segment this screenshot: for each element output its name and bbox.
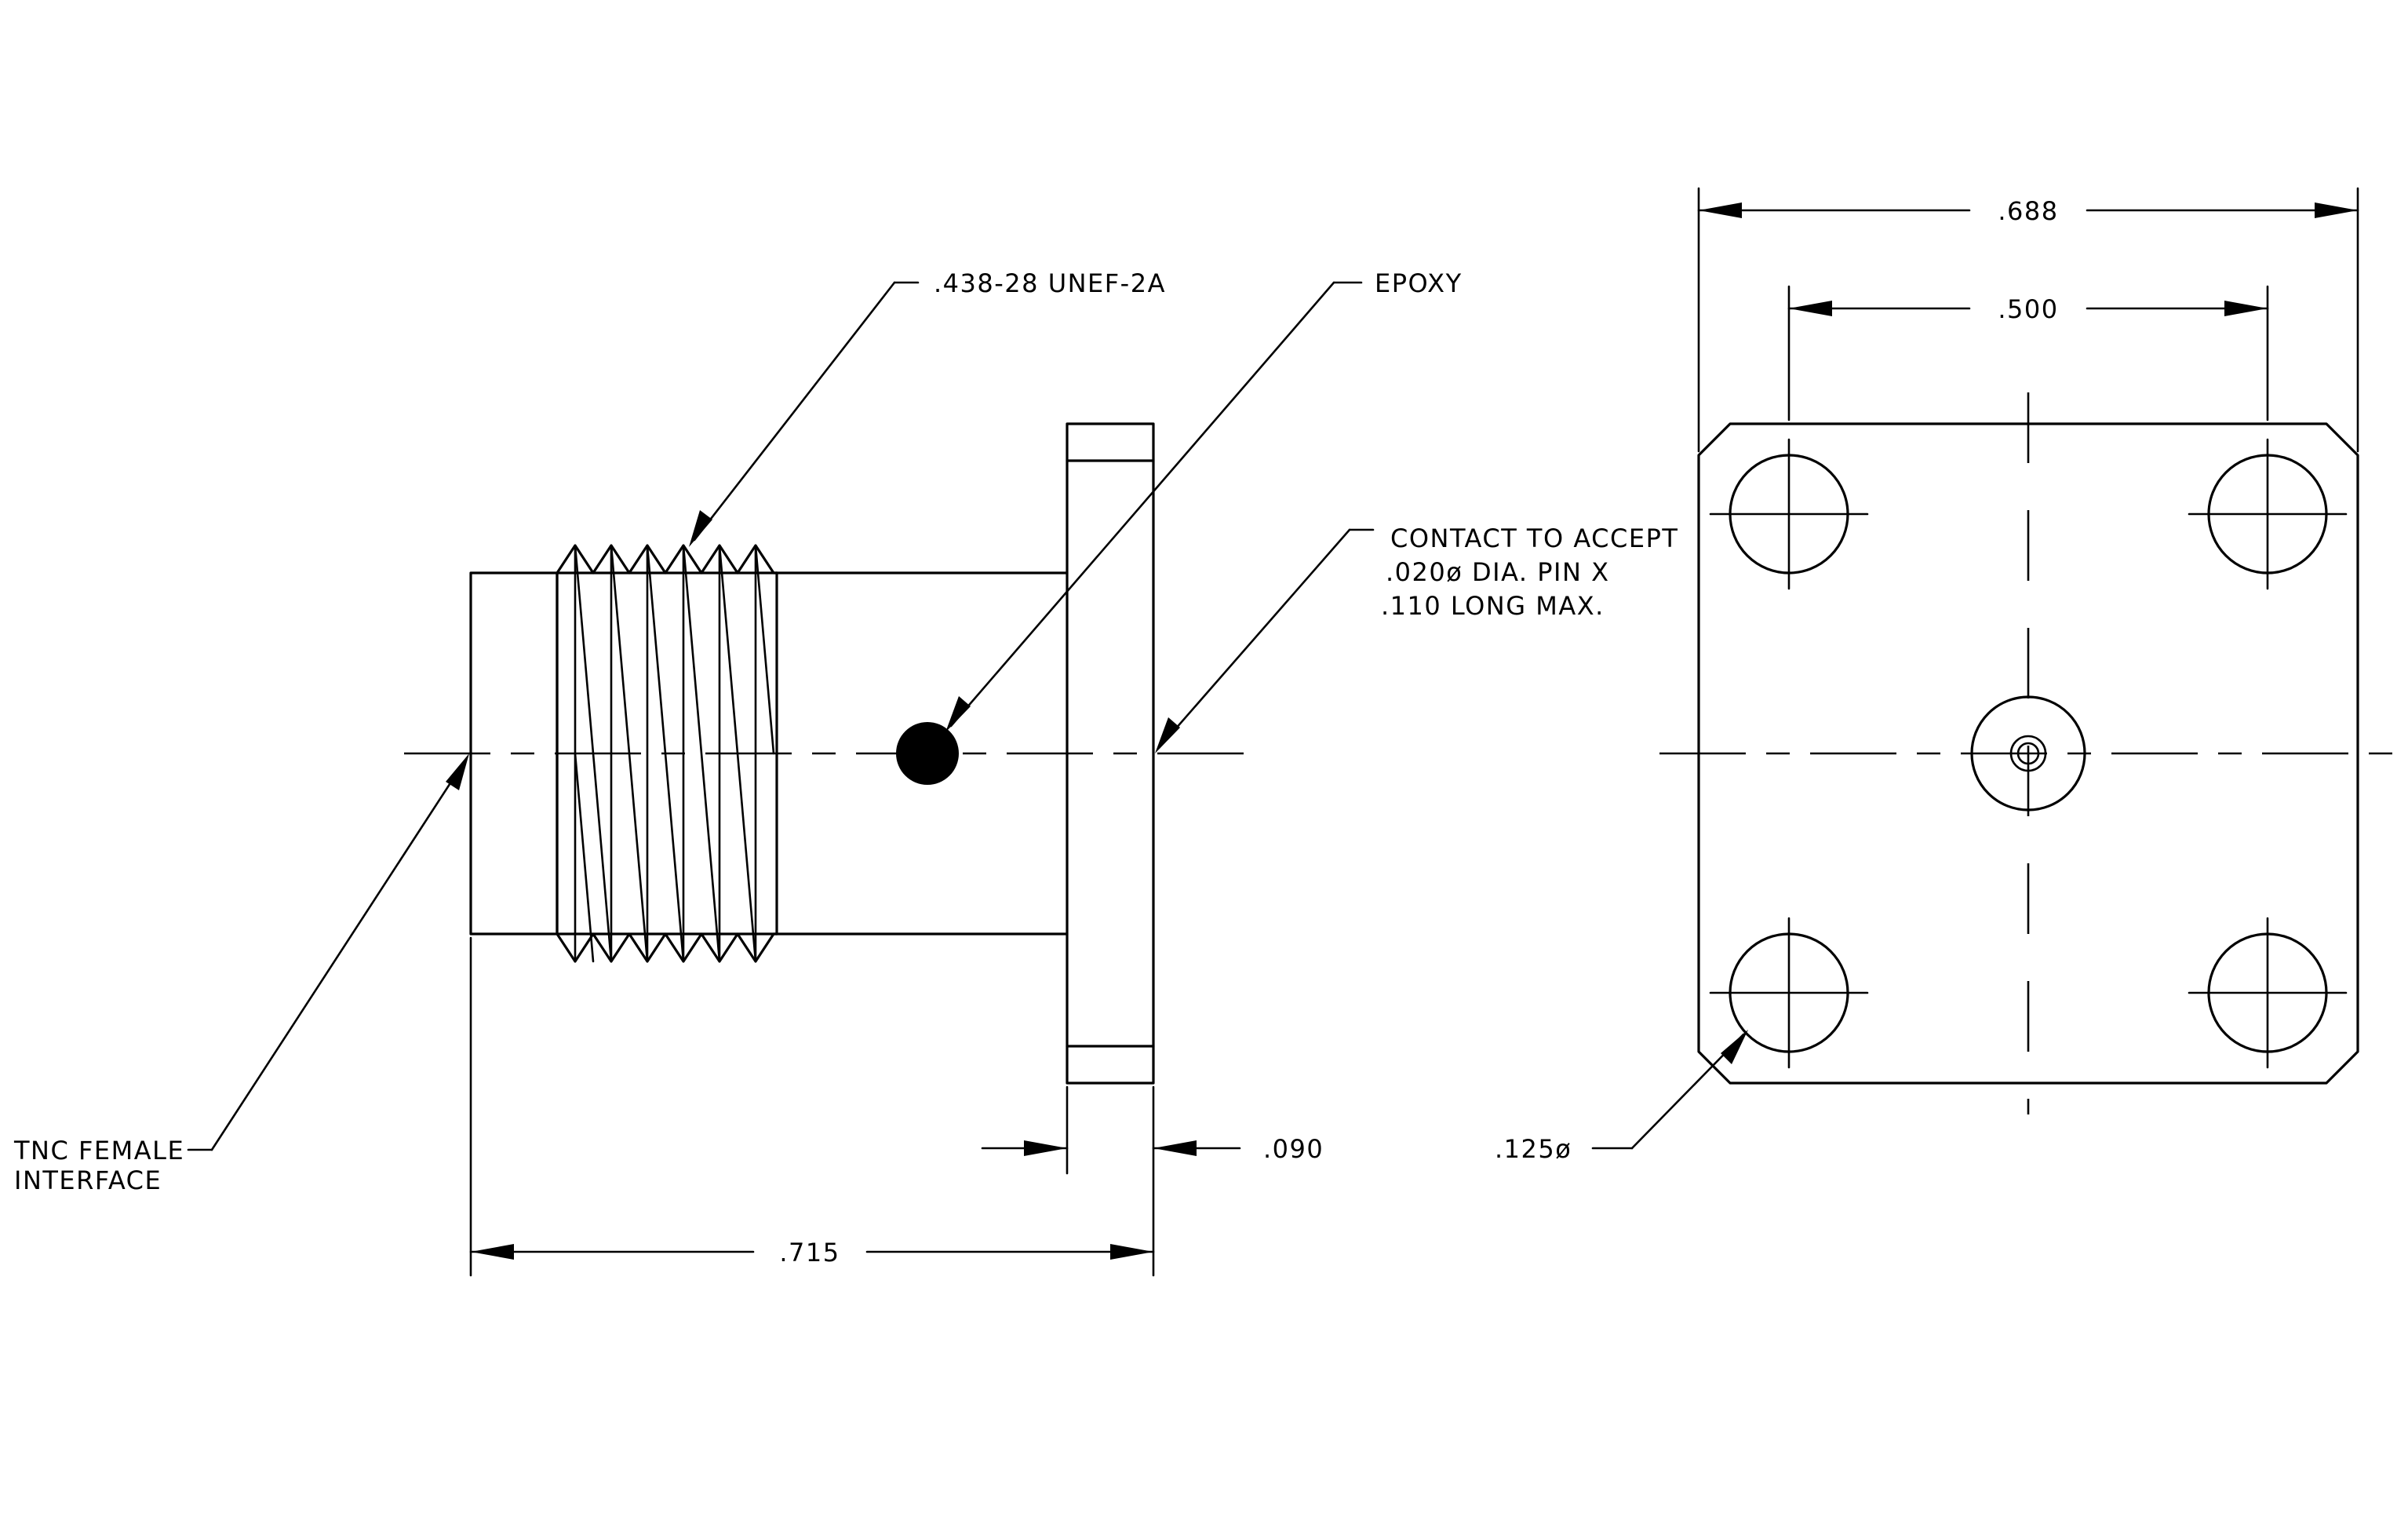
contact-leader: CONTACT TO ACCEPT .020ø DIA. PIN X .110 … xyxy=(1155,523,1678,753)
mounting-hole-top-left xyxy=(1709,438,1869,590)
flange-outline xyxy=(1697,422,2359,1085)
thread-leader: .438-28 UNEF-2A xyxy=(689,268,1166,547)
hole-diameter-leader: .125ø xyxy=(1495,1030,1748,1164)
epoxy-dot xyxy=(896,722,959,785)
contact-label-line1: CONTACT TO ACCEPT xyxy=(1390,523,1678,553)
flange-side xyxy=(1066,422,1155,1085)
dim-hole-spacing: .500 xyxy=(1787,294,2269,324)
dim-flange-width: .688 xyxy=(1697,196,2359,226)
dim-flange-width-text: .688 xyxy=(1998,196,2058,226)
side-view: .715 .090 .438-28 UNEF-2A EPOXY xyxy=(13,268,1678,1277)
interface-label-line1: TNC FEMALE xyxy=(13,1136,184,1165)
dim-overall-length: .715 xyxy=(469,1238,1155,1268)
dim-hole-diameter-text: .125ø xyxy=(1495,1134,1572,1164)
epoxy-label: EPOXY xyxy=(1375,268,1463,298)
dim-flange-thickness: .090 xyxy=(981,1134,1324,1164)
dim-overall-length-text: .715 xyxy=(779,1238,840,1268)
interface-label-line2: INTERFACE xyxy=(14,1165,162,1195)
mounting-hole-top-right xyxy=(2188,438,2348,590)
center-contact xyxy=(1970,695,2086,812)
mounting-hole-bottom-left xyxy=(1709,917,1869,1069)
interface-leader: TNC FEMALE INTERFACE xyxy=(13,753,469,1195)
rear-body xyxy=(775,571,1069,936)
contact-label-line3: .110 LONG MAX. xyxy=(1381,591,1605,621)
thread-label: .438-28 UNEF-2A xyxy=(934,268,1166,298)
thread-section xyxy=(556,544,778,963)
dim-hole-spacing-text: .500 xyxy=(1998,294,2058,324)
dim-flange-thickness-text: .090 xyxy=(1263,1134,1324,1164)
contact-label-line2: .020ø DIA. PIN X xyxy=(1386,557,1610,587)
front-view: .688 .500 .125ø xyxy=(1495,187,2393,1164)
mounting-hole-bottom-right xyxy=(2188,917,2348,1069)
epoxy-leader: EPOXY xyxy=(945,268,1463,732)
